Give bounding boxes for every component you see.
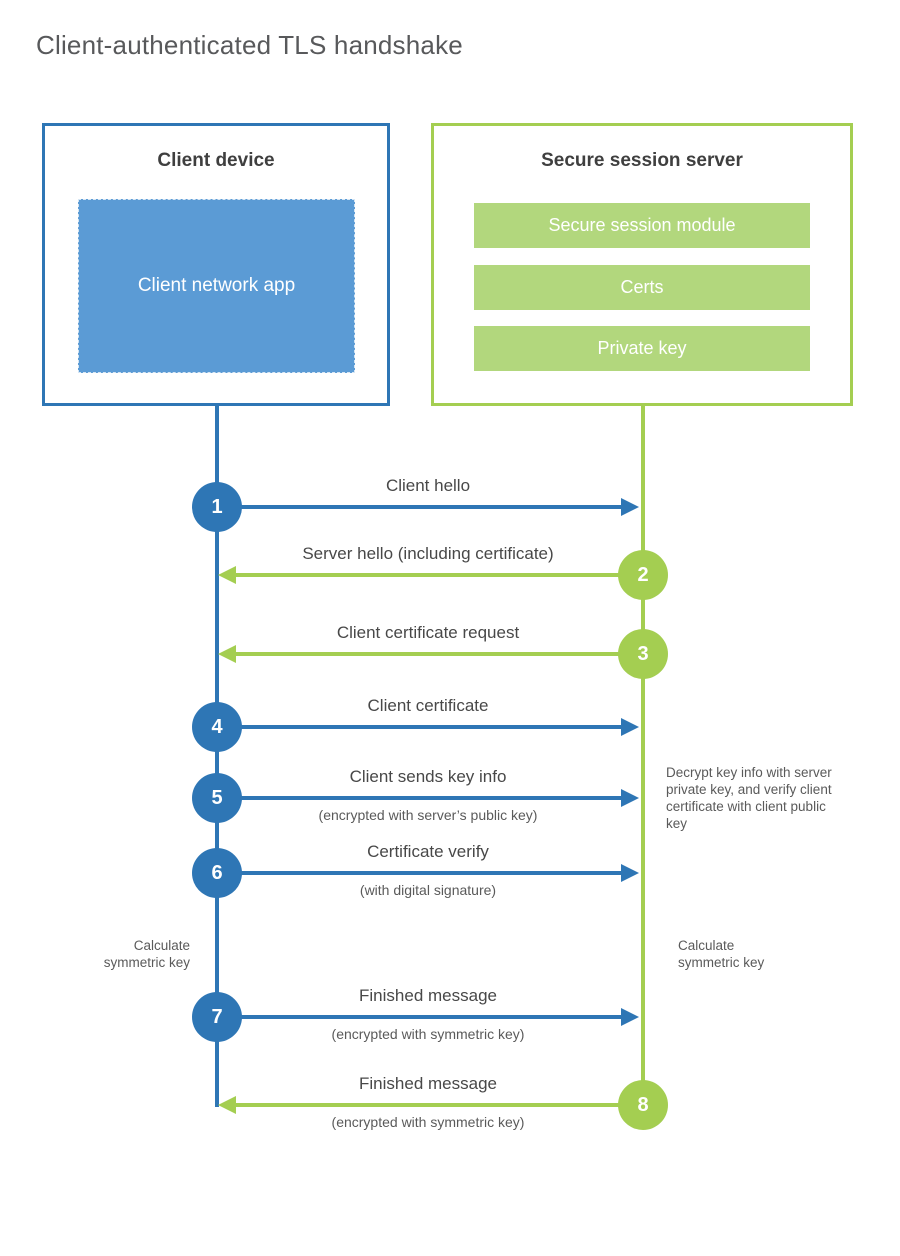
step-7-number: 7 — [211, 1005, 223, 1028]
server-private-key-bar: Private key — [474, 326, 810, 371]
server-certs-bar: Certs — [474, 265, 810, 310]
step-1-arrowhead-icon — [621, 498, 639, 516]
step-2-circle: 2 — [618, 550, 668, 600]
step-8-circle: 8 — [618, 1080, 668, 1130]
step-1-label: Client hello — [385, 476, 471, 495]
server-module-bar: Secure session module — [474, 203, 810, 248]
step-4-circle: 4 — [192, 702, 242, 752]
step-2-arrowhead-icon — [218, 566, 236, 584]
page-title: Client-authenticated TLS handshake — [36, 30, 463, 60]
step-2-arrow-shaft — [234, 573, 643, 577]
step-3: Client certificate request 3 — [0, 623, 900, 679]
step-8: Finished message 8 (encrypted with symme… — [0, 1074, 900, 1130]
step-4-arrow-shaft — [217, 725, 623, 729]
step-8-sublabel: (encrypted with symmetric key) — [331, 1114, 525, 1130]
step-2-number: 2 — [637, 563, 649, 586]
server-calculate-note: Calculate symmetric key — [678, 938, 765, 970]
step-1-arrow-shaft — [217, 505, 623, 509]
server-lifeline — [641, 406, 645, 1105]
step-2: Server hello (including certificate) 2 — [0, 544, 900, 600]
step-5-sublabel: (encrypted with server’s public key) — [318, 807, 538, 823]
server-title: Secure session server — [541, 150, 743, 171]
step-1-number: 1 — [211, 495, 223, 518]
step-7-sublabel: (encrypted with symmetric key) — [331, 1026, 525, 1042]
step-5-number: 5 — [211, 786, 223, 809]
step-4-arrowhead-icon — [621, 718, 639, 736]
step-5-label: Client sends key info — [349, 767, 507, 786]
client-device-box: Client device Client network app — [42, 123, 390, 406]
step-8-arrow-shaft — [234, 1103, 643, 1107]
client-network-app-box: Client network app — [78, 199, 355, 373]
step-3-circle: 3 — [618, 629, 668, 679]
step-6-sublabel: (with digital signature) — [359, 882, 497, 898]
step-1-circle: 1 — [192, 482, 242, 532]
step-4-label: Client certificate — [367, 696, 489, 715]
client-device-title: Client device — [157, 150, 275, 171]
step-8-label: Finished message — [359, 1074, 497, 1093]
step-4-number: 4 — [211, 715, 223, 738]
step-8-number: 8 — [637, 1093, 649, 1116]
step-7-arrowhead-icon — [621, 1008, 639, 1026]
step-6: Certificate verify 6 (with digital signa… — [0, 842, 900, 898]
client-lifeline — [215, 406, 219, 1107]
server-decrypt-note: Decrypt key info with server private key… — [666, 765, 832, 831]
step-5-circle: 5 — [192, 773, 242, 823]
step-3-arrow-shaft — [234, 652, 643, 656]
server-box: Secure session server Secure session mod… — [431, 123, 853, 406]
step-3-label: Client certificate request — [336, 623, 520, 642]
step-3-arrowhead-icon — [218, 645, 236, 663]
step-7-arrow-shaft — [217, 1015, 623, 1019]
step-6-label: Certificate verify — [367, 842, 489, 861]
step-5-arrow-shaft — [217, 796, 623, 800]
step-5-arrowhead-icon — [621, 789, 639, 807]
step-4: Client certificate 4 — [0, 696, 900, 752]
step-6-number: 6 — [211, 861, 223, 884]
client-network-app-label: Client network app — [137, 274, 296, 296]
step-5: Client sends key info 5 (encrypted with … — [0, 767, 900, 823]
step-1: Client hello 1 — [0, 476, 900, 532]
step-7-circle: 7 — [192, 992, 242, 1042]
client-calculate-note: Calculate symmetric key — [103, 938, 190, 970]
step-6-arrow-shaft — [217, 871, 623, 875]
step-3-number: 3 — [637, 642, 649, 665]
step-7-label: Finished message — [359, 986, 497, 1005]
step-6-arrowhead-icon — [621, 864, 639, 882]
step-7: Finished message 7 (encrypted with symme… — [0, 986, 900, 1042]
step-8-arrowhead-icon — [218, 1096, 236, 1114]
step-6-circle: 6 — [192, 848, 242, 898]
step-2-label: Server hello (including certificate) — [302, 544, 554, 563]
